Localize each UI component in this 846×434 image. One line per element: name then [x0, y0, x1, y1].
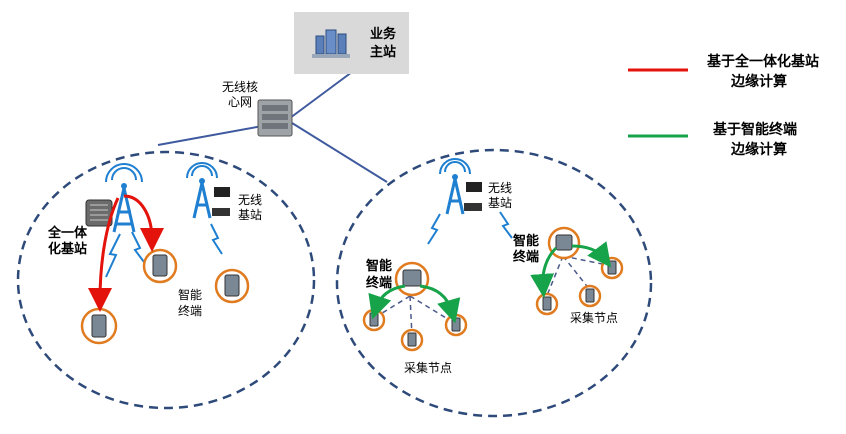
- server-rack-icon: [312, 29, 350, 58]
- lightning-icon: [427, 213, 441, 245]
- green-edge-arrow: [571, 241, 612, 268]
- radio-unit-icon: [464, 203, 482, 211]
- base-right-label-line1: 无线: [488, 181, 512, 195]
- business-master-station: 业务 主站: [294, 12, 409, 74]
- link-core-to-right-cell: [291, 122, 388, 183]
- terminal-left-label-line1: 智能: [178, 287, 202, 302]
- collect-mid-label: 采集节点: [404, 360, 452, 375]
- legend-red-label-line2: 边缘计算: [730, 73, 787, 90]
- core-label-line1: 无线核: [222, 80, 258, 94]
- smart-terminal-icon: [555, 234, 573, 251]
- lightning-icon: [105, 233, 121, 278]
- integrated-base-station: 全一体 化基站: [47, 163, 145, 278]
- legend-green-label-line1: 基于智能终端: [713, 121, 797, 138]
- collection-node-icon: [407, 332, 417, 347]
- core-router-icon: [257, 99, 293, 137]
- collection-node-icon: [451, 317, 461, 332]
- link-core-to-left-cell: [157, 124, 269, 146]
- terminal-left-label-line2: 终端: [178, 303, 202, 318]
- collection-node-icon: [607, 260, 617, 275]
- base-right-label-line2: 基站: [488, 196, 512, 210]
- wireless-tower-icon: [186, 162, 218, 219]
- integrated-label-line2: 化基站: [48, 241, 87, 257]
- green-edge-arrow: [530, 246, 558, 298]
- integrated-label-line1: 全一体: [47, 225, 88, 241]
- core-network: 无线核 心网: [222, 80, 293, 137]
- red-edge-arrow: [123, 194, 164, 252]
- smart-terminal-icon: [91, 314, 107, 338]
- smart-terminal-icon: [224, 274, 240, 297]
- legend: 基于全一体化基站 边缘计算 基于智能终端 边缘计算: [628, 53, 819, 158]
- collection-node: [400, 328, 424, 352]
- smart-terminal-icon: [402, 269, 422, 287]
- lightning-icon: [210, 223, 223, 255]
- green-edge-arrow: [368, 284, 406, 320]
- radio-unit-icon: [466, 182, 482, 192]
- collection-node: [600, 256, 624, 280]
- green-edge-arrow: [419, 284, 461, 324]
- collection-node-icon: [542, 296, 552, 311]
- base-left-label-line2: 基站: [238, 208, 262, 222]
- collection-node: [444, 313, 468, 337]
- wireless-base-station-left: 无线 基站: [186, 162, 262, 255]
- collection-node-icon: [369, 312, 379, 327]
- station-label-line1: 业务: [370, 26, 397, 42]
- smart-terminal-node: [80, 307, 118, 345]
- link-core-to-station: [289, 71, 353, 119]
- terminal-cluster-middle: 智能 终端 采集节点: [362, 258, 468, 375]
- smart-terminal-node: [142, 248, 178, 284]
- terminal-mid-label-line1: 智能: [366, 258, 392, 274]
- right-cell-boundary: [335, 148, 653, 418]
- terminal-cluster-right: 智能 终端 采集节点: [513, 226, 624, 325]
- smart-terminal-node: [214, 268, 250, 304]
- collection-node-icon: [585, 288, 595, 303]
- collection-node: [362, 308, 386, 332]
- core-label-line2: 心网: [228, 95, 252, 109]
- terminal-right-label-line2: 终端: [513, 249, 539, 265]
- radio-unit-icon: [214, 187, 230, 197]
- collection-node: [535, 292, 559, 316]
- red-edge-arrow: [88, 197, 120, 312]
- lightning-icon: [499, 211, 513, 239]
- legend-red-label-line1: 基于全一体化基站: [707, 53, 819, 70]
- terminal-right-label-line1: 智能: [513, 233, 539, 249]
- collection-node: [578, 284, 602, 308]
- smart-terminal-node: [547, 226, 581, 260]
- lightning-icon: [131, 231, 145, 263]
- wireless-base-station-right: 无线 基站: [427, 158, 513, 245]
- terminal-mid-label-line2: 终端: [366, 275, 392, 291]
- smart-terminal-node: [394, 261, 430, 297]
- left-cell-boundary: [16, 150, 316, 410]
- wireless-tower-icon: [105, 163, 143, 233]
- collect-right-label: 采集节点: [570, 310, 618, 325]
- smart-terminal-icon: [152, 254, 168, 277]
- base-left-label-line1: 无线: [238, 193, 262, 207]
- station-label-line2: 主站: [370, 44, 396, 60]
- wireless-tower-icon: [439, 158, 471, 215]
- legend-green-label-line2: 边缘计算: [730, 141, 787, 158]
- radio-unit-icon: [212, 208, 230, 216]
